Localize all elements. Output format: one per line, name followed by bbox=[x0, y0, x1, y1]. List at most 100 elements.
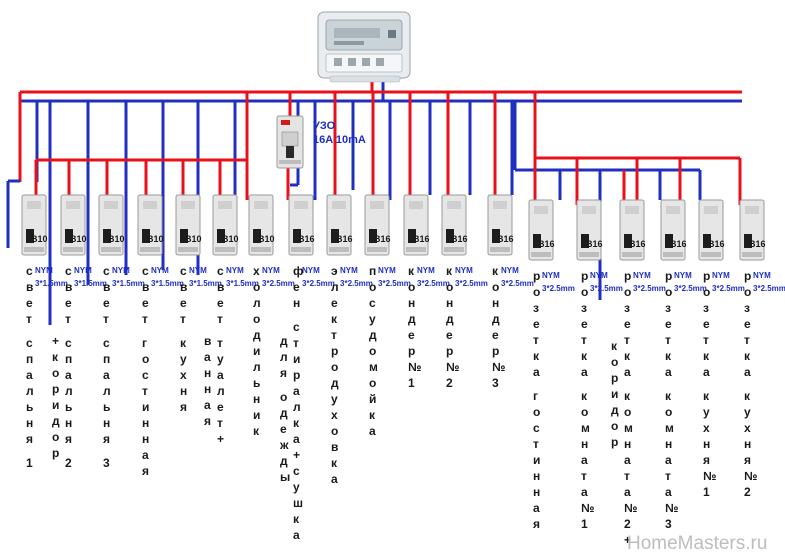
breaker-11: B16 bbox=[403, 194, 430, 256]
breaker-8: B16 bbox=[288, 194, 315, 256]
cable-section: 3*2.5mm bbox=[302, 279, 335, 288]
breaker-toggle-icon bbox=[408, 229, 416, 243]
cable-type: NYM bbox=[112, 266, 130, 275]
cable-section: 3*1.5mm bbox=[112, 279, 145, 288]
cable-type: NYM bbox=[340, 266, 358, 275]
cable-type: NYM bbox=[189, 266, 207, 275]
rcd-device-icon bbox=[276, 115, 304, 169]
breaker-toggle-icon bbox=[624, 234, 632, 248]
breaker-toggle-icon bbox=[65, 229, 73, 243]
breaker-rating: B10 bbox=[147, 234, 164, 244]
cable-section: 3*2.5mm bbox=[590, 284, 623, 293]
cable-section: 3*1.5mm bbox=[151, 279, 184, 288]
cable-section: 3*1.5mm bbox=[35, 279, 68, 288]
breaker-1: B10 bbox=[21, 194, 48, 256]
breaker-16: B16 bbox=[619, 199, 646, 261]
cable-type: NYM bbox=[633, 271, 651, 280]
cable-section: 3*2.5mm bbox=[417, 279, 450, 288]
breaker-4: B10 bbox=[137, 194, 164, 256]
breaker-rating: B10 bbox=[70, 234, 87, 244]
cable-section: 3*2.5mm bbox=[542, 284, 575, 293]
breaker-toggle-icon bbox=[703, 234, 711, 248]
cable-section: 3*2.5mm bbox=[753, 284, 785, 293]
breaker-rating: B16 bbox=[708, 239, 725, 249]
breaker-rating: B16 bbox=[451, 234, 468, 244]
breaker-rating: B16 bbox=[497, 234, 514, 244]
cable-section: 3*2.5mm bbox=[633, 284, 666, 293]
cable-type: NYM bbox=[74, 266, 92, 275]
rcd-label-line1: УЗО bbox=[313, 120, 336, 132]
cable-type: NYM bbox=[455, 266, 473, 275]
breaker-rating: B16 bbox=[374, 234, 391, 244]
breaker-rating: B16 bbox=[586, 239, 603, 249]
cable-type: NYM bbox=[674, 271, 692, 280]
cable-section: 3*2.5mm bbox=[455, 279, 488, 288]
breaker-13: B16 bbox=[487, 194, 514, 256]
breaker-rating: B10 bbox=[108, 234, 125, 244]
breaker-rating: B10 bbox=[31, 234, 48, 244]
breaker-toggle-icon bbox=[331, 229, 339, 243]
cable-type: NYM bbox=[35, 266, 53, 275]
cable-type: NYM bbox=[501, 266, 519, 275]
breaker-toggle-icon bbox=[103, 229, 111, 243]
cable-type: NYM bbox=[262, 266, 280, 275]
breaker-rating: B16 bbox=[670, 239, 687, 249]
cable-section: 3*2.5mm bbox=[340, 279, 373, 288]
cable-section: 3*1.5mm bbox=[74, 279, 107, 288]
cable-section: 3*2.5mm bbox=[262, 279, 295, 288]
cable-type: NYM bbox=[417, 266, 435, 275]
cable-type: NYM bbox=[712, 271, 730, 280]
watermark-text: HomeMasters.ru bbox=[627, 533, 767, 554]
breaker-rating: B16 bbox=[413, 234, 430, 244]
breaker-toggle-icon bbox=[293, 229, 301, 243]
cable-section: 3*2.5mm bbox=[378, 279, 411, 288]
cable-section: 3*2.5mm bbox=[674, 284, 707, 293]
electricity-meter-icon bbox=[317, 11, 411, 83]
cable-section: 3*1.5mm bbox=[189, 279, 222, 288]
breaker-5: B10 bbox=[175, 194, 202, 256]
breaker-toggle-icon bbox=[142, 229, 150, 243]
breaker-17: B16 bbox=[660, 199, 687, 261]
cable-section: 3*1.5mm bbox=[226, 279, 259, 288]
breaker-6: B10 bbox=[212, 194, 239, 256]
breaker-14: B16 bbox=[528, 199, 555, 261]
rcd-label-line2: 16A 10mA bbox=[313, 134, 366, 146]
cable-type: NYM bbox=[542, 271, 560, 280]
breaker-10: B16 bbox=[364, 194, 391, 256]
breaker-rating: B16 bbox=[749, 239, 766, 249]
breaker-rating: B16 bbox=[298, 234, 315, 244]
breaker-toggle-icon bbox=[369, 229, 377, 243]
breaker-toggle-icon bbox=[217, 229, 225, 243]
breaker-toggle-icon bbox=[180, 229, 188, 243]
breaker-toggle-icon bbox=[533, 234, 541, 248]
breaker-toggle-icon bbox=[446, 229, 454, 243]
breaker-2: B10 bbox=[60, 194, 87, 256]
breaker-toggle-icon bbox=[744, 234, 752, 248]
breaker-3: B10 bbox=[98, 194, 125, 256]
breaker-toggle-icon bbox=[581, 234, 589, 248]
breaker-rating: B16 bbox=[538, 239, 555, 249]
breaker-toggle-icon bbox=[26, 229, 34, 243]
cable-type: NYM bbox=[151, 266, 169, 275]
cable-section: 3*2.5mm bbox=[712, 284, 745, 293]
